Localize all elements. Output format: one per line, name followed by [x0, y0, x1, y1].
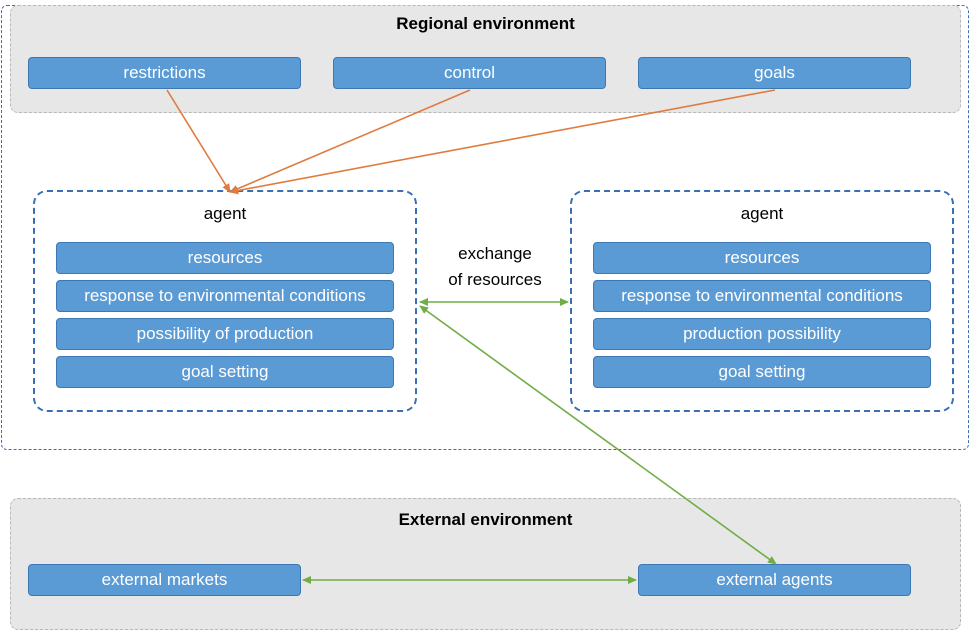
control-box: control: [333, 57, 606, 89]
agent-right-goal-setting: goal setting: [593, 356, 931, 388]
restrictions-box: restrictions: [28, 57, 301, 89]
agent-left-response: response to environmental conditions: [56, 280, 394, 312]
agent-left-production: possibility of production: [56, 318, 394, 350]
external-agents-box: external agents: [638, 564, 911, 596]
agent-right-resources: resources: [593, 242, 931, 274]
agent-left-resources: resources: [56, 242, 394, 274]
exchange-label: exchange of resources: [425, 241, 565, 293]
agent-left-goal-setting: goal setting: [56, 356, 394, 388]
agent-right-title: agent: [740, 204, 784, 223]
external-markets-box: external markets: [28, 564, 301, 596]
regional-environment-title: Regional environment: [396, 14, 575, 33]
exchange-label-line2: of resources: [448, 270, 542, 289]
exchange-label-line1: exchange: [458, 244, 532, 263]
agent-right-production: production possibility: [593, 318, 931, 350]
agent-right-response: response to environmental conditions: [593, 280, 931, 312]
goals-box: goals: [638, 57, 911, 89]
external-environment-title: External environment: [398, 510, 573, 529]
agent-left-title: agent: [203, 204, 247, 223]
